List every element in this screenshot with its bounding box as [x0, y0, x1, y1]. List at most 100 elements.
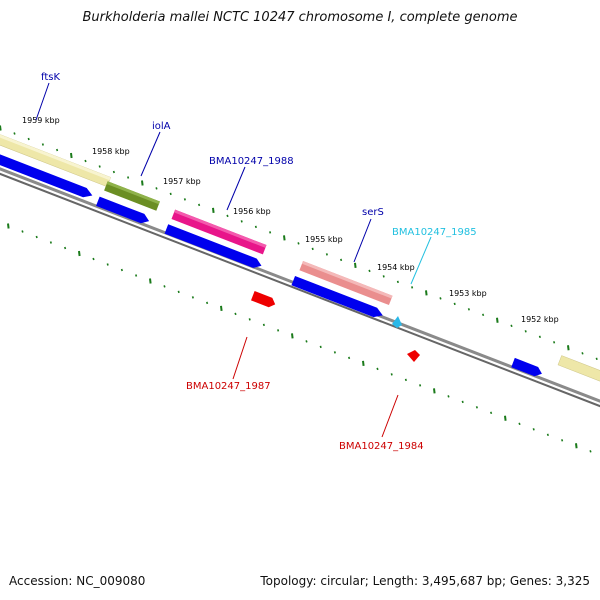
minor-tick [64, 246, 67, 250]
minor-tick [98, 165, 101, 168]
feature-bma1988[interactable] [171, 209, 267, 255]
minor-tick [546, 433, 549, 437]
major-tick [149, 278, 152, 284]
minor-tick [447, 395, 450, 398]
feature-bma1985[interactable] [392, 316, 402, 328]
minor-tick [127, 176, 130, 179]
minor-tick [518, 422, 521, 426]
label-leader [35, 82, 50, 121]
major-tick [141, 180, 144, 186]
minor-tick [325, 253, 328, 256]
label-bma1984: BMA10247_1984 [339, 441, 424, 452]
minor-tick [553, 341, 556, 344]
cds-arrow[interactable] [0, 152, 94, 201]
label-leader [226, 166, 246, 211]
cds-arrow[interactable] [96, 196, 151, 226]
minor-tick [277, 329, 280, 332]
genome-summary-text: Topology: circular; Length: 3,495,687 bp… [260, 574, 590, 588]
label-leader [381, 394, 399, 438]
minor-tick [404, 378, 407, 382]
label-leader [410, 236, 432, 285]
label-leader [140, 131, 161, 177]
minor-tick [163, 285, 166, 288]
major-tick [354, 262, 357, 269]
cds-arrow[interactable] [291, 275, 384, 320]
label-leader [353, 218, 372, 263]
feature-right-edge[interactable] [557, 355, 600, 387]
major-tick [425, 290, 428, 296]
minor-tick [13, 132, 16, 135]
minor-tick [56, 148, 59, 152]
label-serS: serS [362, 207, 384, 218]
minor-tick [538, 335, 541, 339]
major-tick [291, 333, 294, 339]
minor-tick [490, 411, 493, 415]
major-tick [70, 152, 73, 159]
tick-label: 1953 kbp [449, 289, 487, 298]
minor-tick [581, 352, 584, 355]
map-title: Burkholderia mallei NCTC 10247 chromosom… [82, 10, 518, 25]
minor-tick [41, 143, 44, 146]
label-leader [232, 336, 248, 380]
minor-tick [84, 159, 87, 163]
major-tick [78, 250, 81, 257]
minor-tick [524, 330, 527, 333]
minor-tick [482, 313, 485, 317]
label-ftsK: ftsK [41, 72, 60, 83]
tick-label: 1954 kbp [377, 263, 415, 272]
minor-tick [254, 225, 257, 229]
minor-tick [333, 351, 336, 354]
minor-tick [198, 203, 201, 207]
minor-tick [21, 230, 24, 233]
major-tick [7, 223, 10, 229]
minor-tick [92, 257, 95, 261]
cds-arrow[interactable] [511, 357, 544, 379]
feature-iolA[interactable] [104, 181, 160, 211]
minor-tick [461, 400, 464, 404]
minor-tick [348, 356, 351, 360]
label-bma1988: BMA10247_1988 [209, 156, 294, 167]
major-tick [504, 415, 507, 421]
minor-tick [561, 439, 564, 442]
minor-tick [411, 286, 414, 289]
minor-tick [49, 241, 52, 244]
minor-tick [155, 187, 158, 190]
minor-tick [305, 340, 308, 343]
minor-tick [120, 268, 123, 272]
tick-label: 1952 kbp [521, 315, 559, 324]
minor-tick [206, 301, 209, 305]
minor-tick [234, 312, 237, 316]
major-tick [362, 360, 365, 367]
minor-tick [226, 214, 229, 218]
major-tick [220, 305, 223, 312]
minor-tick [311, 247, 314, 251]
minor-tick [27, 137, 30, 141]
minor-tick [262, 323, 265, 327]
minor-tick [510, 324, 513, 328]
minor-tick [453, 302, 456, 306]
minor-tick [240, 220, 243, 223]
outer-tick-ring [0, 125, 598, 361]
minor-tick [135, 274, 138, 277]
minor-tick [269, 231, 272, 234]
inner-tick-ring [7, 223, 592, 453]
major-tick [212, 207, 215, 214]
tick-label: 1957 kbp [163, 177, 201, 186]
feature-bma1984[interactable] [407, 350, 420, 362]
minor-tick [297, 242, 300, 245]
minor-tick [106, 263, 109, 266]
minor-tick [183, 198, 186, 201]
major-tick [496, 317, 499, 323]
minor-tick [419, 384, 422, 387]
major-tick [575, 443, 578, 449]
backbone-inner [0, 172, 600, 408]
feature-bma1987[interactable] [251, 290, 277, 309]
minor-tick [467, 308, 470, 311]
tick-label: 1956 kbp [233, 207, 271, 216]
minor-tick [396, 280, 399, 284]
label-iolA: iolA [152, 121, 171, 132]
feature-serS[interactable] [299, 260, 393, 306]
cds-arrow[interactable] [164, 224, 264, 270]
